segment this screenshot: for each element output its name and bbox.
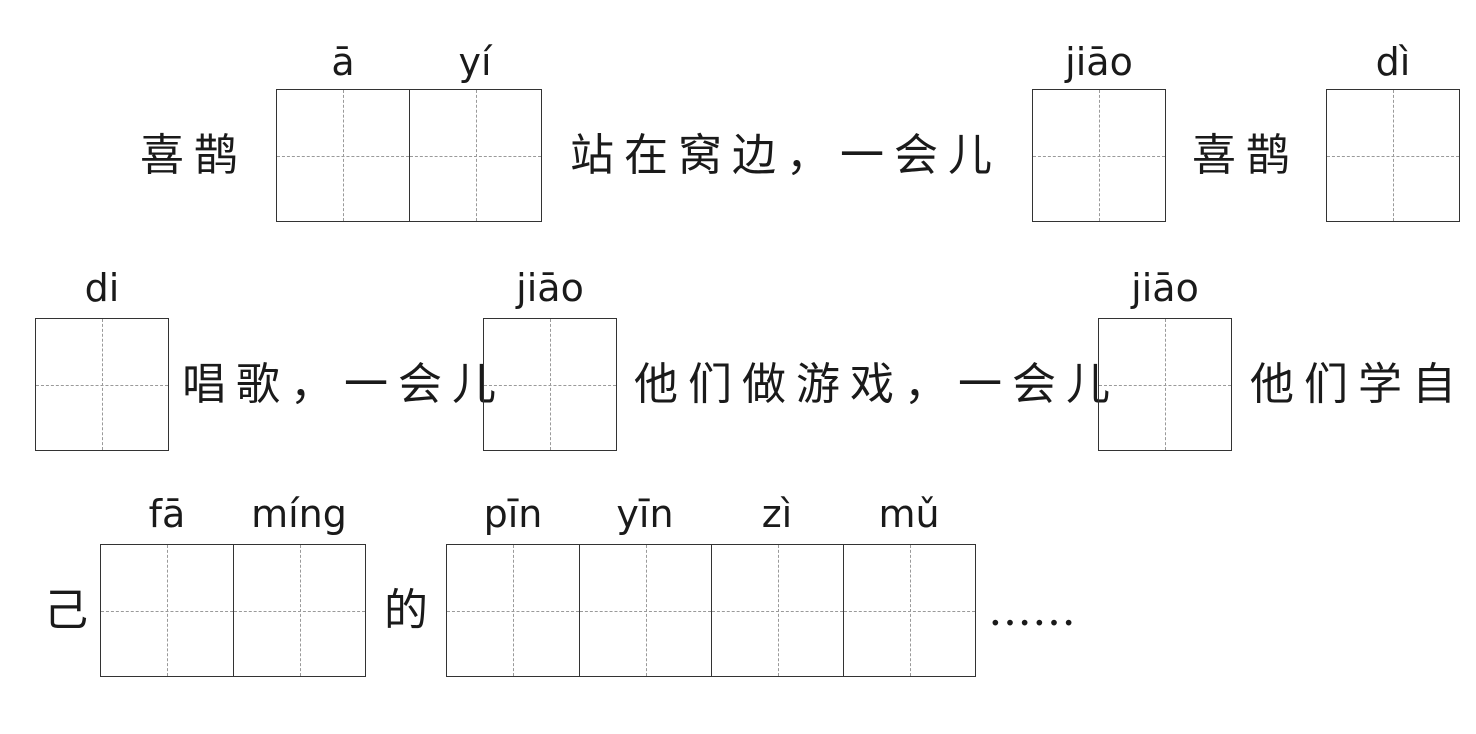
ellipsis: …… xyxy=(988,585,1076,636)
writing-cell[interactable] xyxy=(233,545,365,676)
writing-cell[interactable] xyxy=(1099,319,1231,450)
writing-cell[interactable] xyxy=(277,90,409,221)
pinyin-pin: pīn xyxy=(483,492,543,536)
writing-box-di-tone[interactable] xyxy=(1326,89,1460,222)
writing-cell[interactable] xyxy=(843,545,975,676)
pinyin-di-tone: dì xyxy=(1375,40,1411,84)
sentence-text: 己 xyxy=(44,585,98,636)
writing-cell[interactable] xyxy=(447,545,579,676)
pinyin-di: di xyxy=(84,266,120,310)
writing-cell[interactable] xyxy=(101,545,233,676)
writing-cell[interactable] xyxy=(409,90,541,221)
sentence-text: 喜鹊 xyxy=(140,130,248,181)
writing-box-pinyinzimu[interactable] xyxy=(446,544,976,677)
pinyin-mu: mǔ xyxy=(878,492,940,536)
sentence-text: 站在窝边，一会儿 xyxy=(570,130,1002,181)
writing-box-jiao[interactable] xyxy=(1032,89,1166,222)
sentence-text: 唱歌，一会儿 xyxy=(182,359,506,410)
pinyin-yin: yīn xyxy=(616,492,674,536)
pinyin-a: ā xyxy=(331,40,355,84)
pinyin-jiao: jiāo xyxy=(1065,40,1133,84)
writing-box-jiao[interactable] xyxy=(1098,318,1232,451)
writing-box-jiao[interactable] xyxy=(483,318,617,451)
sentence-text: 的 xyxy=(384,585,438,636)
sentence-text: 他们学自 xyxy=(1250,359,1466,410)
writing-cell[interactable] xyxy=(711,545,843,676)
writing-box-ayi[interactable] xyxy=(276,89,542,222)
pinyin-jiao: jiāo xyxy=(516,266,584,310)
writing-box-faming[interactable] xyxy=(100,544,366,677)
pinyin-fa: fā xyxy=(148,492,186,536)
writing-cell[interactable] xyxy=(1327,90,1459,221)
sentence-text: 他们做游戏，一会儿 xyxy=(634,359,1120,410)
pinyin-zi: zì xyxy=(761,492,793,536)
pinyin-yi: yí xyxy=(458,40,492,84)
writing-cell[interactable] xyxy=(36,319,168,450)
writing-cell[interactable] xyxy=(1033,90,1165,221)
writing-box-di[interactable] xyxy=(35,318,169,451)
pinyin-ming: míng xyxy=(251,492,347,536)
writing-cell[interactable] xyxy=(579,545,711,676)
writing-cell[interactable] xyxy=(484,319,616,450)
sentence-text: 喜鹊 xyxy=(1192,130,1300,181)
pinyin-jiao: jiāo xyxy=(1131,266,1199,310)
